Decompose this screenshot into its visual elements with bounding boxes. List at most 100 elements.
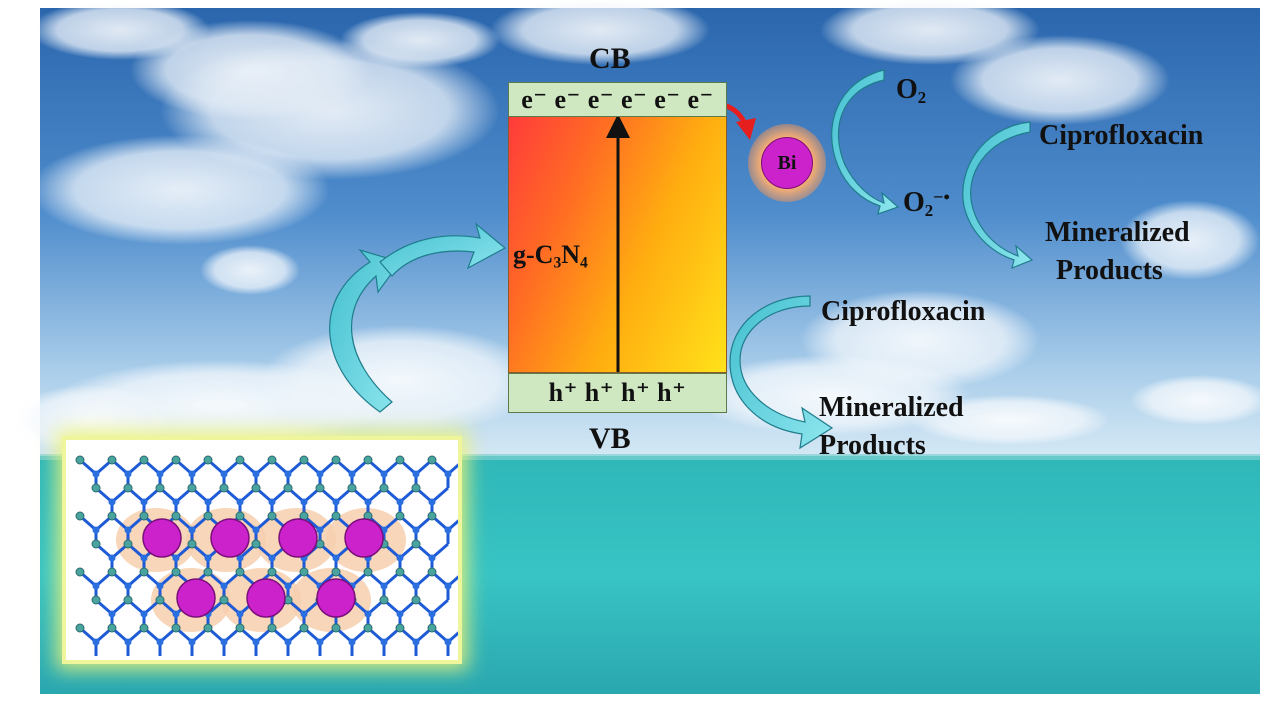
lattice-atom [412, 582, 420, 590]
lattice-atom [171, 455, 181, 465]
bi-atom [210, 518, 250, 558]
lattice-atom [139, 623, 149, 633]
lattice-atom [428, 554, 436, 562]
bi-atom [176, 578, 216, 618]
lattice-atom [91, 539, 101, 549]
lattice-atom [107, 623, 117, 633]
lattice-atom [203, 623, 213, 633]
lattice-atom [75, 455, 85, 465]
bi-atom [316, 578, 356, 618]
lattice-atom [188, 638, 196, 646]
lattice-atom [75, 511, 85, 521]
vb-label: VB [589, 422, 631, 455]
lattice-atom [155, 483, 165, 493]
lattice-atom [412, 638, 420, 646]
lattice-atom [108, 498, 116, 506]
lattice-atom [331, 455, 341, 465]
product-upper-line1: Mineralized [1045, 217, 1190, 248]
bi-particle: Bi [748, 124, 826, 202]
lattice-atom [396, 498, 404, 506]
lattice-atom [156, 638, 164, 646]
lattice-atom [107, 511, 117, 521]
lattice-atom [284, 638, 292, 646]
lattice-atom [363, 623, 373, 633]
lattice-atom [300, 610, 308, 618]
lattice-atom [187, 539, 197, 549]
lattice-atom [252, 526, 260, 534]
lattice-atom [283, 483, 293, 493]
lattice-atom [284, 470, 292, 478]
lattice-atom [267, 455, 277, 465]
lattice-atom [220, 638, 228, 646]
product-lower-line1: Mineralized [819, 392, 964, 423]
lattice-atom [299, 455, 309, 465]
lattice-atom [427, 623, 437, 633]
lattice-atom [140, 498, 148, 506]
lattice-atom [395, 623, 405, 633]
lattice-atom [188, 526, 196, 534]
lattice-atom [124, 526, 132, 534]
lattice-atom [315, 483, 325, 493]
lattice-atom [235, 623, 245, 633]
lattice-atom [220, 470, 228, 478]
lattice-atom [268, 554, 276, 562]
lattice-atom [252, 638, 260, 646]
cb-label: CB [589, 42, 631, 75]
lattice-atom [379, 483, 389, 493]
lattice-atom [379, 595, 389, 605]
electrons-label: e⁻ e⁻ e⁻ e⁻ e⁻ e⁻ [521, 84, 714, 114]
lattice-atom [204, 498, 212, 506]
lattice-atom [172, 610, 180, 618]
bi-atom [246, 578, 286, 618]
lattice-atom [107, 455, 117, 465]
lattice-atom [172, 554, 180, 562]
bi-doped-cn-structure-panel [62, 436, 465, 664]
lattice-atom [92, 526, 100, 534]
valence-band: h⁺ h⁺ h⁺ h⁺ [508, 373, 727, 413]
lattice-atom [396, 610, 404, 618]
lattice-atom [236, 498, 244, 506]
lattice-atom [267, 567, 277, 577]
lattice-atom [219, 483, 229, 493]
product-lower-line2: Products [819, 430, 926, 461]
lattice-atom [332, 498, 340, 506]
lattice-atom [396, 554, 404, 562]
lattice-atom [123, 483, 133, 493]
lattice-atom [268, 498, 276, 506]
curved-arrow-o2-reduction [831, 69, 900, 215]
lattice-atom [380, 638, 388, 646]
pollutant-upper-label: Ciprofloxacin [1039, 120, 1204, 151]
lattice-atom [267, 511, 277, 521]
lattice-atom [363, 455, 373, 465]
lattice-atom [155, 595, 165, 605]
lattice-atom [444, 526, 452, 534]
lattice-atom [347, 483, 357, 493]
lattice-atom [380, 470, 388, 478]
curved-arrow-structure-to-bands [329, 248, 401, 413]
lattice-atom [348, 470, 356, 478]
lattice-atom [140, 610, 148, 618]
lattice-atom [235, 511, 245, 521]
lattice-atom [75, 623, 85, 633]
lattice-atom [444, 470, 452, 478]
lattice-atom [411, 483, 421, 493]
lattice-atom [380, 582, 388, 590]
lattice-atom [299, 567, 309, 577]
lattice-atom [92, 638, 100, 646]
bi-atom [278, 518, 318, 558]
lattice-atom [428, 610, 436, 618]
lattice-atom [108, 610, 116, 618]
lattice-atom [139, 567, 149, 577]
lattice-atom [203, 455, 213, 465]
lattice-atom [444, 582, 452, 590]
lattice-atom [364, 498, 372, 506]
lattice-atom [140, 554, 148, 562]
lattice-atom [171, 511, 181, 521]
cn-lattice-illustration [75, 455, 465, 656]
lattice-atom [92, 582, 100, 590]
lattice-atom [220, 582, 228, 590]
lattice-atom [124, 582, 132, 590]
lattice-atom [427, 567, 437, 577]
lattice-atom [332, 554, 340, 562]
